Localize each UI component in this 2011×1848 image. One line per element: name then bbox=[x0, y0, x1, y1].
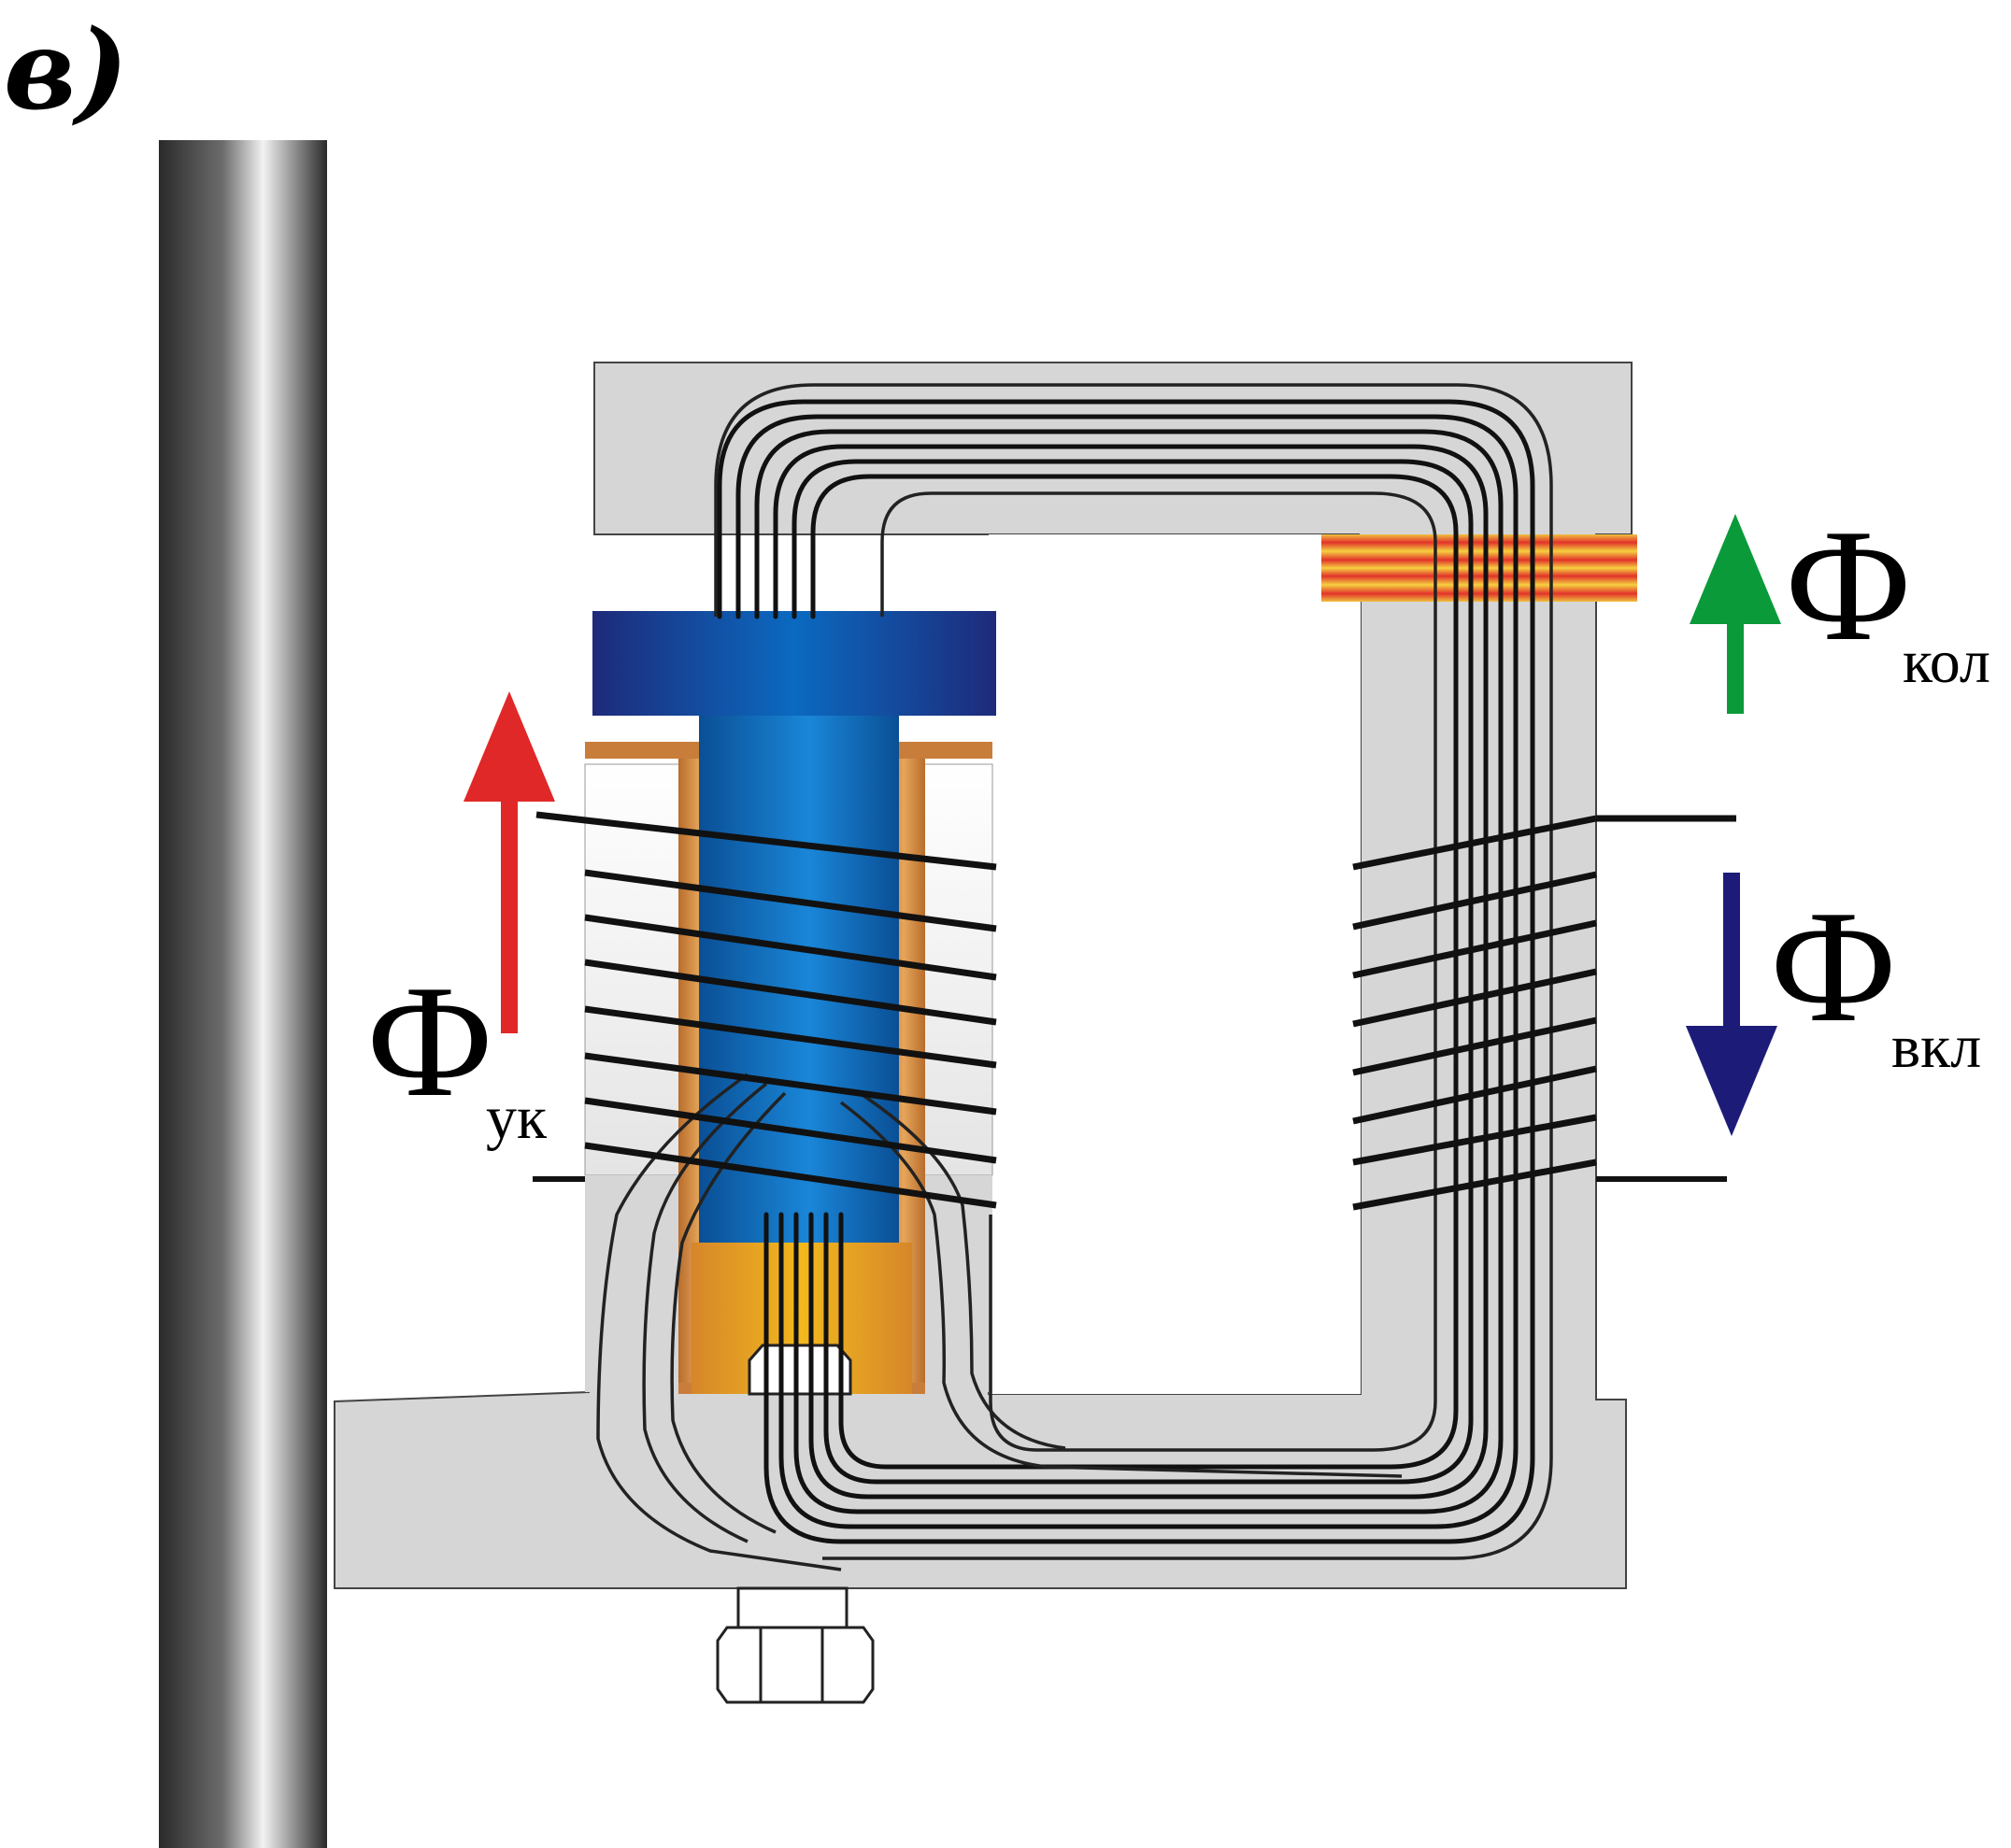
control-flux-subscript: ук bbox=[486, 1084, 548, 1152]
flux-lines bbox=[596, 383, 1553, 1571]
guide-rod bbox=[159, 140, 327, 1848]
closing-flux-label: Ф вкл bbox=[1770, 878, 1981, 1081]
core-window bbox=[989, 534, 1361, 1394]
holding-flux-subscript: кол bbox=[1903, 628, 1990, 696]
shorted-ring bbox=[1321, 534, 1637, 602]
control-flux-arrow bbox=[464, 691, 555, 1033]
armature bbox=[592, 611, 996, 1243]
left-coil-windings bbox=[533, 811, 997, 1209]
control-flux-label: Ф ук bbox=[366, 953, 548, 1152]
right-coil-windings bbox=[1352, 815, 1736, 1211]
holding-flux-label: Ф кол bbox=[1785, 497, 1990, 696]
control-flux-symbol: Ф bbox=[366, 953, 493, 1130]
bottom-bolt bbox=[716, 1586, 875, 1704]
closing-flux-symbol: Ф bbox=[1770, 878, 1897, 1056]
closing-flux-arrow bbox=[1686, 873, 1777, 1136]
closing-flux-subscript: вкл bbox=[1891, 1013, 1981, 1081]
panel-label: в) bbox=[4, 5, 128, 135]
holding-flux-symbol: Ф bbox=[1785, 497, 1912, 675]
holding-flux-arrow bbox=[1690, 514, 1781, 714]
